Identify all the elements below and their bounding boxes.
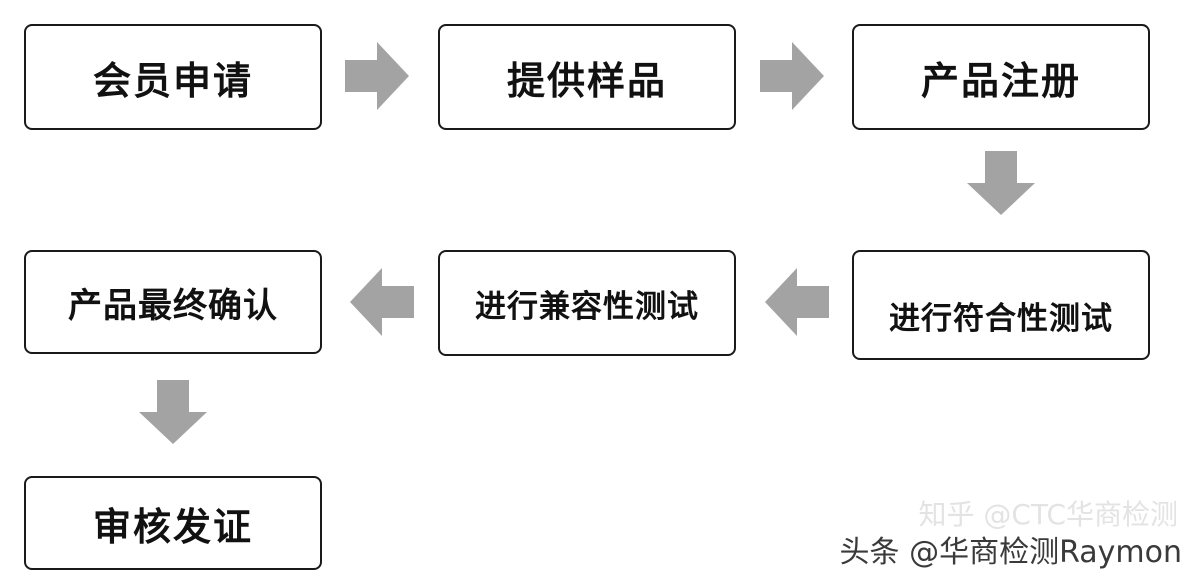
arrow-down-icon [139,380,207,444]
arrow-down-icon [967,151,1035,215]
step-label: 审核发证 [92,504,253,549]
step-label: 提供样品 [506,58,667,103]
watermark-toutiao: 头条 @华商检测Raymon [839,535,1182,570]
step-compatibility-test: 进行兼容性测试 [438,250,736,356]
watermark-zhihu: 知乎 @CTC华商检测 [918,498,1178,531]
step-final-confirmation: 产品最终确认 [24,250,322,354]
step-certification: 审核发证 [24,476,322,570]
arrow-right-icon [345,42,409,110]
step-product-registration: 产品注册 [852,24,1150,130]
step-label: 产品注册 [920,58,1081,103]
arrow-left-icon [765,268,829,336]
step-member-application: 会员申请 [24,24,322,130]
arrow-left-icon [350,268,414,336]
step-label: 会员申请 [92,58,253,103]
step-label: 进行符合性测试 [889,301,1113,337]
arrow-right-icon [760,42,824,110]
step-label: 进行兼容性测试 [475,288,699,325]
step-conformance-test: 进行符合性测试 [852,250,1150,360]
step-provide-samples: 提供样品 [438,24,736,130]
step-label: 产品最终确认 [68,285,278,326]
